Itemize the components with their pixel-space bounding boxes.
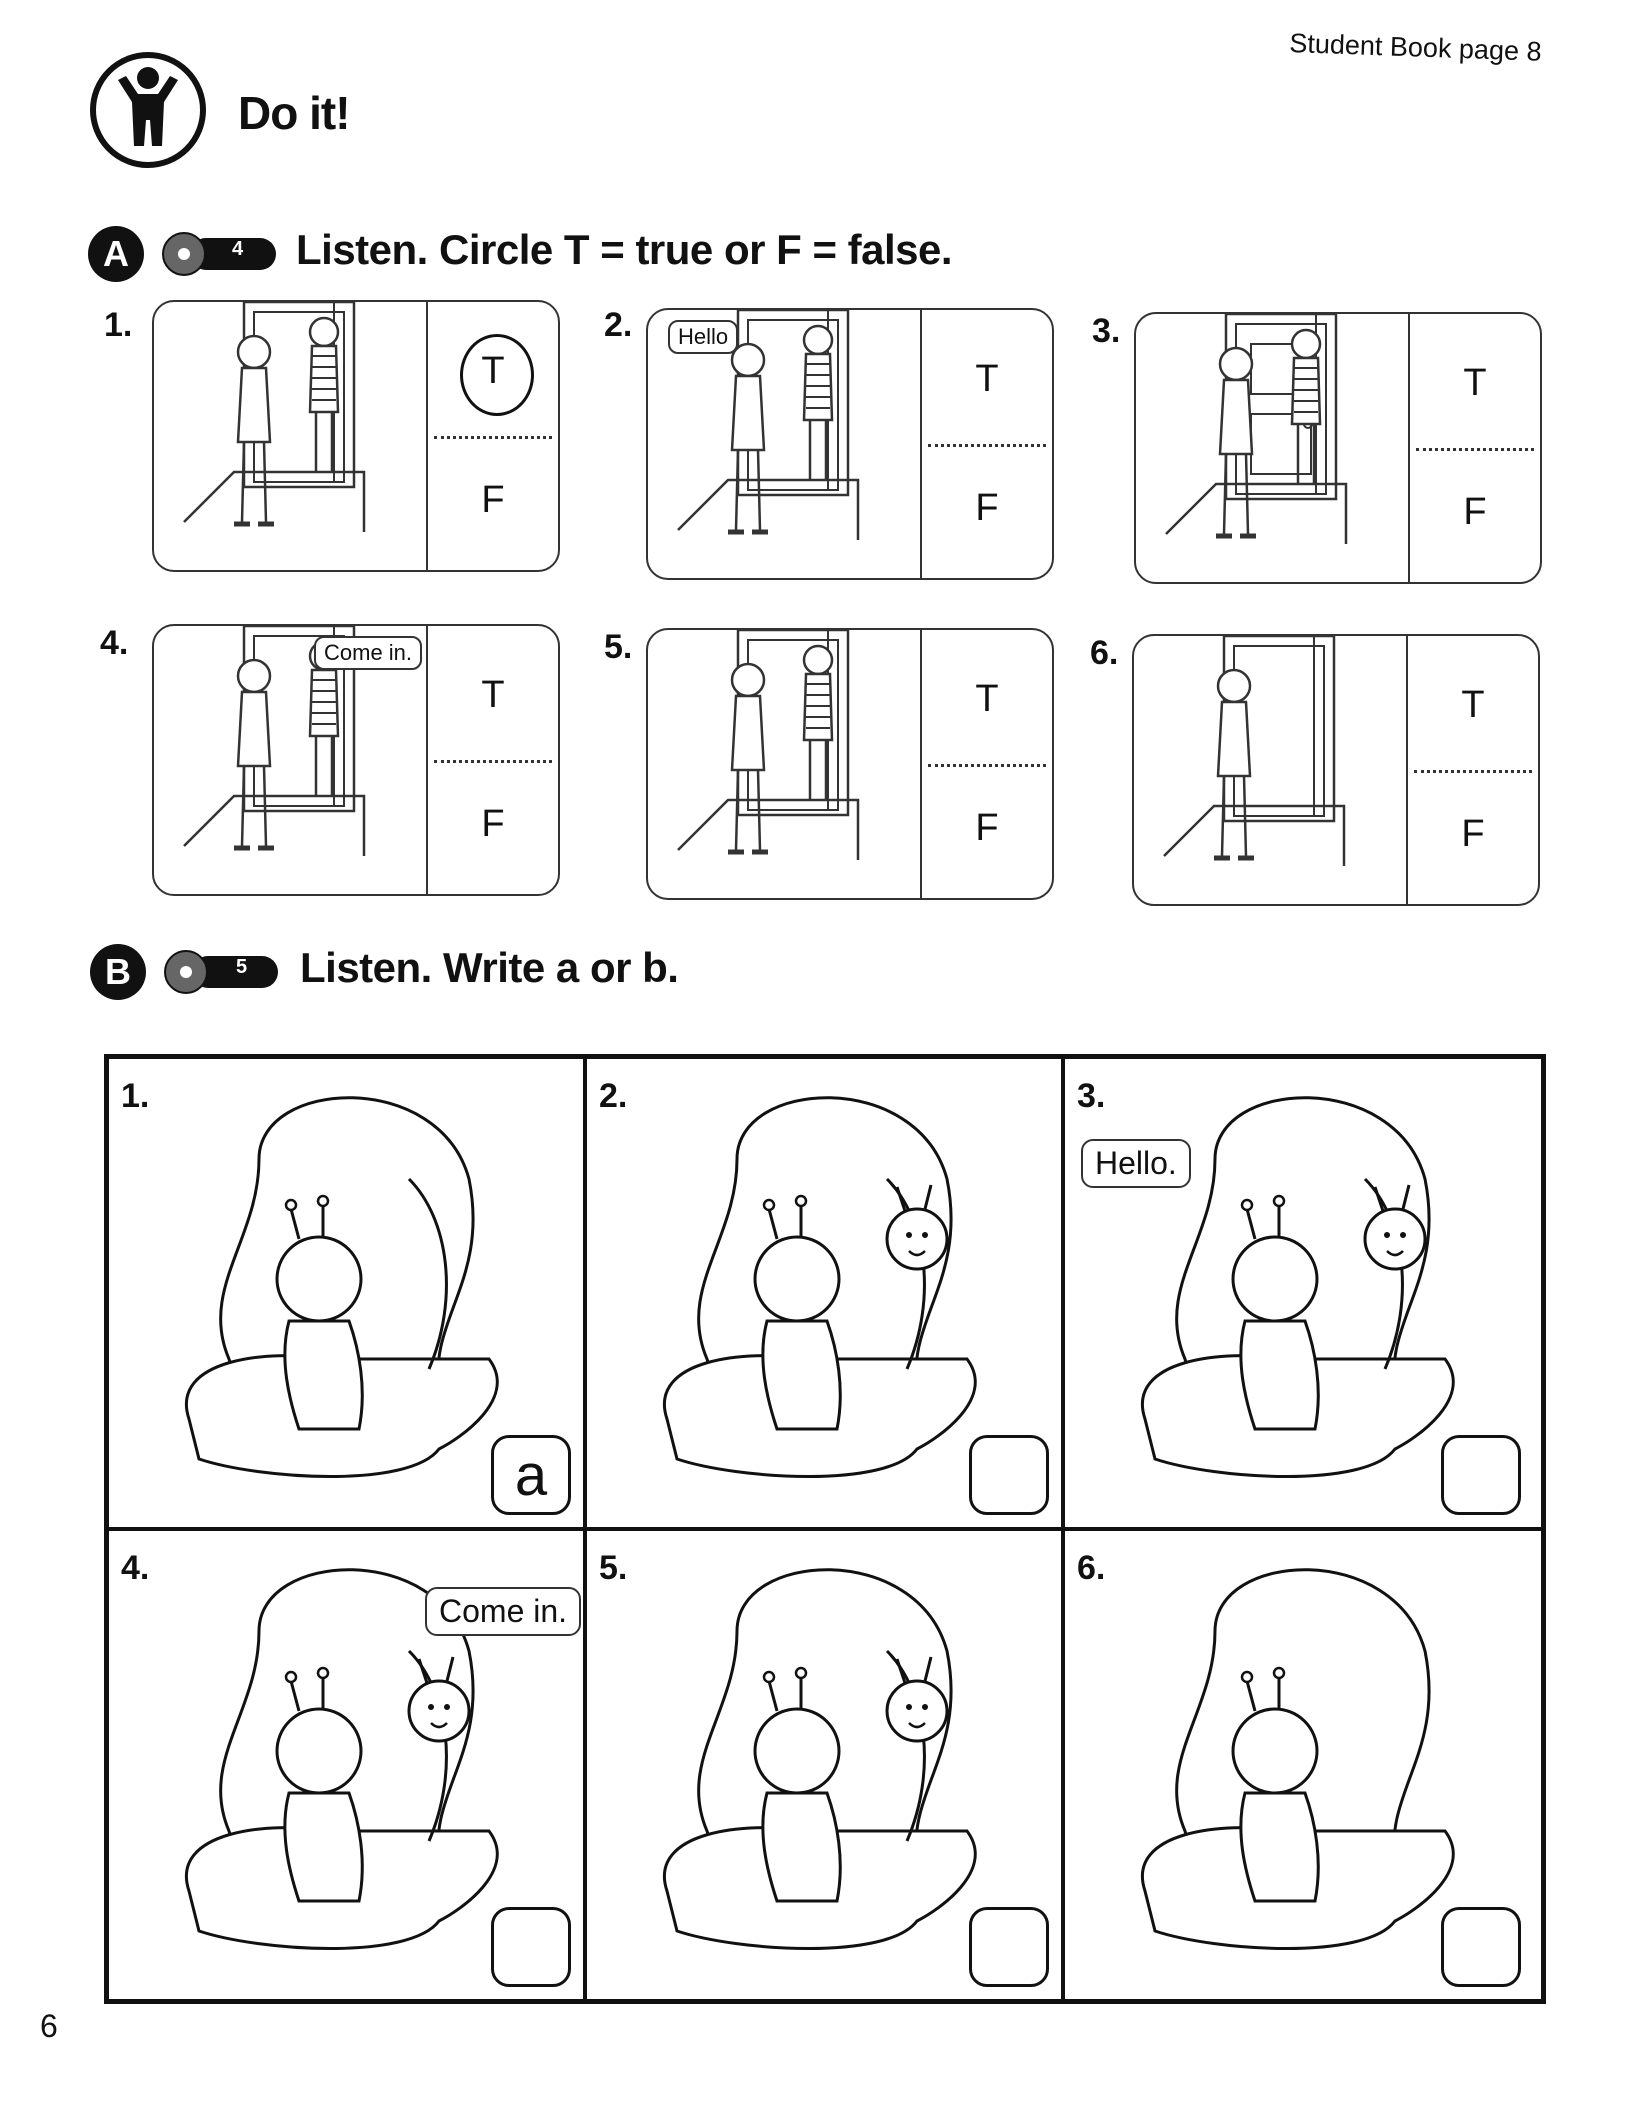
item-number: 1. — [121, 1077, 150, 1115]
dotted-divider — [434, 436, 552, 439]
answer-box[interactable]: a — [491, 1435, 571, 1515]
picture-cell: 3. Hello. — [1063, 1057, 1543, 1529]
item-number: 6. — [1090, 634, 1119, 672]
action-person-icon — [90, 52, 206, 168]
false-option[interactable]: F — [1463, 491, 1487, 533]
page-title: Do it! — [238, 87, 351, 139]
audio-cd-icon — [164, 950, 278, 994]
dotted-divider — [1416, 448, 1534, 451]
dotted-divider — [928, 444, 1046, 447]
track-number-b: 5 — [236, 956, 248, 978]
item-number: 2. — [599, 1077, 628, 1115]
item-number: 6. — [1077, 1549, 1106, 1587]
item-number: 5. — [604, 628, 633, 666]
section-b-badge: B — [90, 944, 146, 1000]
picture-cell: 6. — [1063, 1529, 1543, 2001]
true-option[interactable]: T — [481, 350, 505, 392]
page-number: 6 — [40, 2008, 58, 2044]
dotted-divider — [434, 760, 552, 763]
section-b-instruction: Listen. Write a or b. — [300, 944, 679, 991]
false-option[interactable]: F — [975, 487, 999, 529]
true-option[interactable]: T — [975, 678, 999, 720]
answer-box[interactable] — [491, 1907, 571, 1987]
true-option[interactable]: T — [1463, 362, 1487, 404]
answer-circle — [460, 334, 534, 416]
item-number: 5. — [599, 1549, 628, 1587]
answer-box[interactable] — [1441, 1435, 1521, 1515]
false-option[interactable]: F — [481, 479, 505, 521]
false-option[interactable]: F — [1461, 813, 1485, 855]
item-number: 3. — [1092, 312, 1121, 350]
page-reference: Student Book page 8 — [1288, 28, 1543, 67]
speech-bubble: Come in. — [425, 1587, 582, 1636]
true-option[interactable]: T — [1461, 684, 1485, 726]
speech-bubble: Hello. — [1081, 1139, 1191, 1188]
true-option[interactable]: T — [481, 674, 505, 716]
item-number: 4. — [121, 1549, 150, 1587]
dotted-divider — [928, 764, 1046, 767]
speech-bubble: Hello — [668, 320, 739, 354]
picture-cell: 4. Come in. — [107, 1529, 585, 2001]
true-option[interactable]: T — [975, 358, 999, 400]
item-number: 4. — [100, 624, 129, 662]
item-number: 2. — [604, 306, 633, 344]
section-a-badge: A — [88, 226, 144, 282]
speech-bubble: Come in. — [314, 636, 423, 670]
item-number: 3. — [1077, 1077, 1106, 1115]
false-option[interactable]: F — [481, 803, 505, 845]
dotted-divider — [1414, 770, 1532, 773]
item-number: 1. — [104, 306, 133, 344]
answer-box[interactable] — [969, 1907, 1049, 1987]
section-b-grid: 1. a 2. 3. Hello. 4. Come in. 5. 6. — [104, 1054, 1546, 2004]
false-option[interactable]: F — [975, 807, 999, 849]
answer-box[interactable] — [1441, 1907, 1521, 1987]
section-a-instruction: Listen. Circle T = true or F = false. — [296, 226, 953, 273]
audio-cd-icon — [162, 232, 276, 276]
picture-cell: 2. — [585, 1057, 1063, 1529]
answer-box[interactable] — [969, 1435, 1049, 1515]
picture-cell: 1. a — [107, 1057, 585, 1529]
picture-cell: 5. — [585, 1529, 1063, 2001]
track-number-a: 4 — [232, 238, 244, 260]
